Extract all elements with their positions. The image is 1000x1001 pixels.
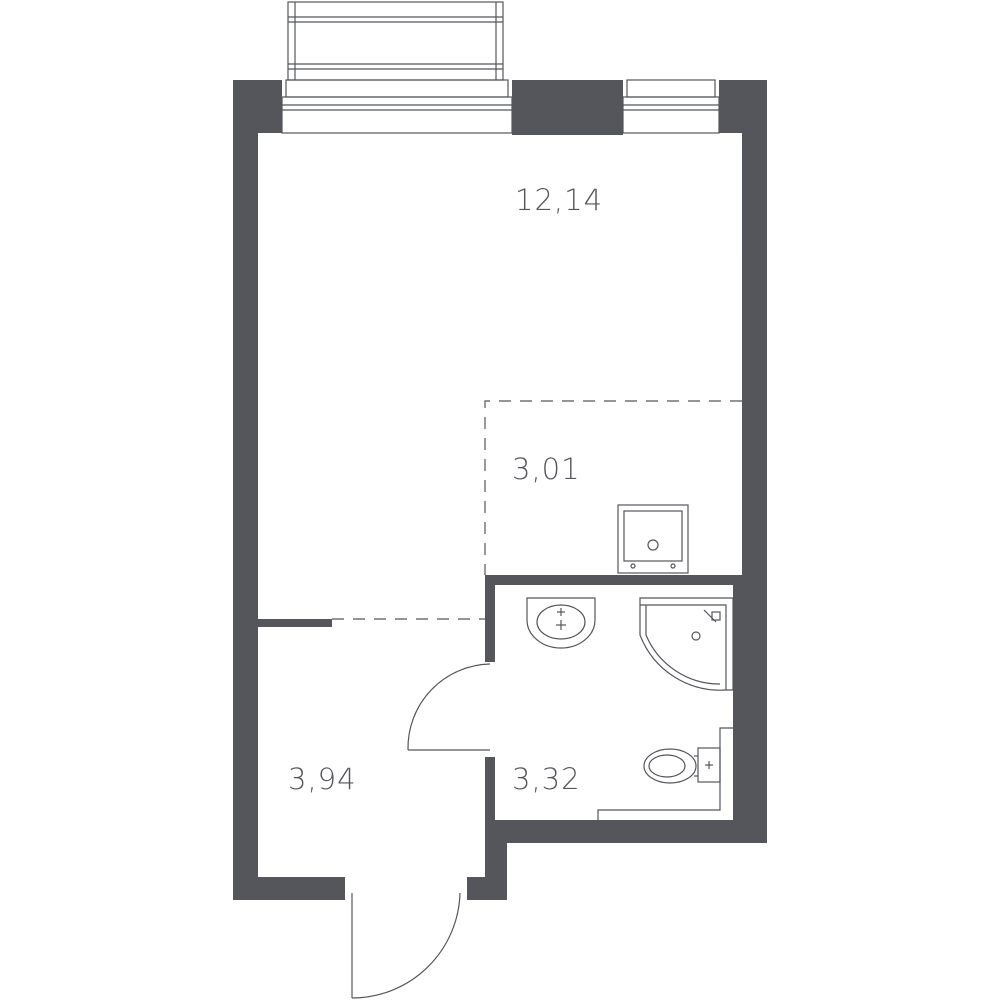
door-swing-icon bbox=[407, 663, 491, 751]
area-label-bathroom: 3,32 bbox=[512, 762, 581, 796]
walls bbox=[233, 80, 767, 900]
balcony bbox=[287, 1, 504, 81]
area-label-living: 12,14 bbox=[515, 183, 603, 217]
area-label-kitchen: 3,01 bbox=[512, 452, 581, 486]
shower-icon bbox=[639, 597, 734, 691]
entrance-door-icon bbox=[351, 892, 461, 999]
bathroom-outline bbox=[597, 727, 733, 820]
window-top-left bbox=[281, 79, 513, 134]
window-top-right bbox=[622, 79, 720, 134]
zone-lines bbox=[332, 400, 742, 620]
washbasin-icon bbox=[526, 597, 596, 649]
stove-icon bbox=[617, 504, 689, 574]
area-label-hallway: 3,94 bbox=[288, 762, 357, 796]
toilet-icon bbox=[643, 747, 721, 784]
